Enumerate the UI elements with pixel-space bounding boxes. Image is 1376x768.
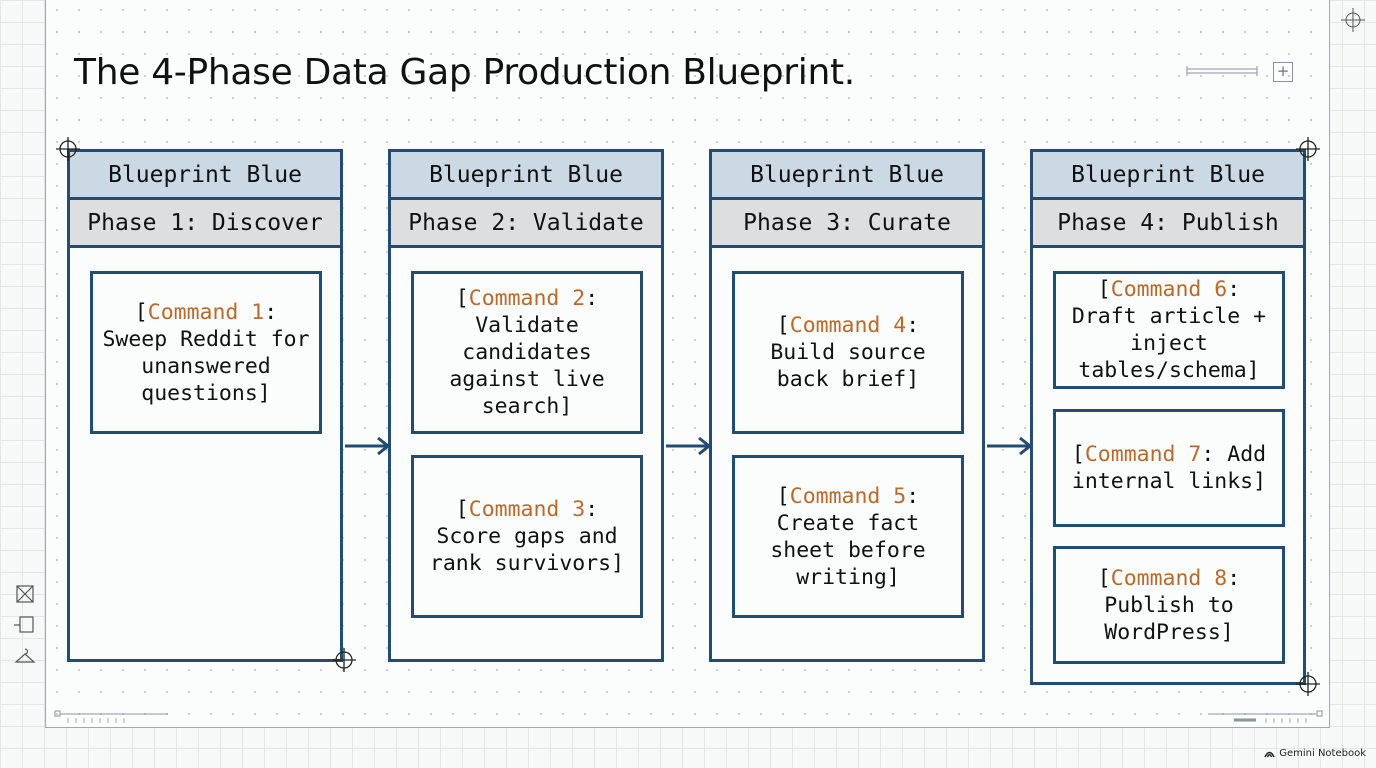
command-box: [Command 1: Sweep Reddit for unanswered … <box>90 271 322 434</box>
phase-header: Blueprint Blue <box>391 152 661 200</box>
phase-title: Phase 3: Curate <box>712 200 982 248</box>
command-box: [Command 8: Publish to WordPress] <box>1053 546 1285 664</box>
scale-ruler-icon <box>1186 66 1258 76</box>
plus-icon[interactable]: + <box>1273 62 1293 82</box>
command-box: [Command 6: Draft article + inject table… <box>1053 271 1285 389</box>
command-text: [Command 5: Create fact sheet before wri… <box>770 483 926 590</box>
crop-icon[interactable] <box>14 583 36 605</box>
crosshair-icon <box>332 648 356 672</box>
command-description: Publish to WordPress <box>1104 592 1234 645</box>
command-text: [Command 4: Build source back brief] <box>770 313 926 392</box>
command-box: [Command 2: Validate candidates against … <box>411 271 643 434</box>
crosshair-icon <box>1296 137 1320 161</box>
phase-title: Phase 1: Discover <box>70 200 340 248</box>
watermark-label: Gemini Notebook <box>1279 748 1366 759</box>
command-description: Score gaps and rank survivors <box>429 524 618 576</box>
arrow-right-icon <box>666 436 712 456</box>
command-box: [Command 7: Add internal links] <box>1053 409 1285 527</box>
command-text: [Command 2: Validate candidates against … <box>449 286 605 419</box>
command-description: Build source back brief <box>770 340 926 392</box>
phase-column-4: Blueprint Blue Phase 4: Publish [Command… <box>1030 149 1306 685</box>
phase-column-1: Blueprint Blue Phase 1: Discover [Comman… <box>67 149 343 662</box>
phase-title: Phase 2: Validate <box>391 200 661 248</box>
crosshair-icon <box>1296 672 1320 696</box>
crosshair-icon <box>56 137 80 161</box>
command-box: [Command 3: Score gaps and rank survivor… <box>411 455 643 618</box>
command-keyword: Command 5 <box>789 483 907 509</box>
phase-header: Blueprint Blue <box>1033 152 1303 200</box>
phase-title: Phase 4: Publish <box>1033 200 1303 248</box>
command-text: [Command 8: Publish to WordPress] <box>1097 565 1241 645</box>
phase-column-2: Blueprint Blue Phase 2: Validate [Comman… <box>388 149 664 662</box>
command-text: [Command 1: Sweep Reddit for unanswered … <box>102 299 310 406</box>
scale-ruler-icon <box>54 710 168 723</box>
phase-header: Blueprint Blue <box>712 152 982 200</box>
frame-icon[interactable] <box>14 614 36 636</box>
command-description: Add internal links <box>1071 442 1267 494</box>
command-description: Validate candidates against live search <box>449 313 605 419</box>
arrow-right-icon <box>987 436 1033 456</box>
command-text: [Command 3: Score gaps and rank survivor… <box>429 497 625 576</box>
command-keyword: Command 7 <box>1084 442 1202 467</box>
scale-ruler-icon <box>1208 710 1323 723</box>
command-keyword: Command 6 <box>1110 277 1228 302</box>
hanger-icon[interactable] <box>14 645 36 667</box>
command-box: [Command 5: Create fact sheet before wri… <box>732 455 964 618</box>
command-keyword: Command 2 <box>468 286 586 311</box>
command-description: Sweep Reddit for unanswered questions <box>102 326 310 406</box>
command-keyword: Command 1 <box>147 299 265 325</box>
page-title: The 4-Phase Data Gap Production Blueprin… <box>74 52 855 93</box>
command-text: [Command 6: Draft article + inject table… <box>1071 277 1267 383</box>
command-description: Create fact sheet before writing <box>770 510 926 590</box>
gemini-logo-icon <box>1264 751 1275 757</box>
watermark: Gemini Notebook <box>1264 748 1366 759</box>
command-box: [Command 4: Build source back brief] <box>732 271 964 434</box>
command-keyword: Command 3 <box>468 497 586 522</box>
command-keyword: Command 8 <box>1110 565 1228 591</box>
arrow-right-icon <box>345 436 391 456</box>
phase-header: Blueprint Blue <box>70 152 340 200</box>
crosshair-icon <box>1341 8 1365 32</box>
command-description: Draft article + inject tables/schema <box>1071 304 1267 383</box>
command-text: [Command 7: Add internal links] <box>1071 442 1267 494</box>
command-keyword: Command 4 <box>789 313 907 338</box>
phase-column-3: Blueprint Blue Phase 3: Curate [Command … <box>709 149 985 662</box>
